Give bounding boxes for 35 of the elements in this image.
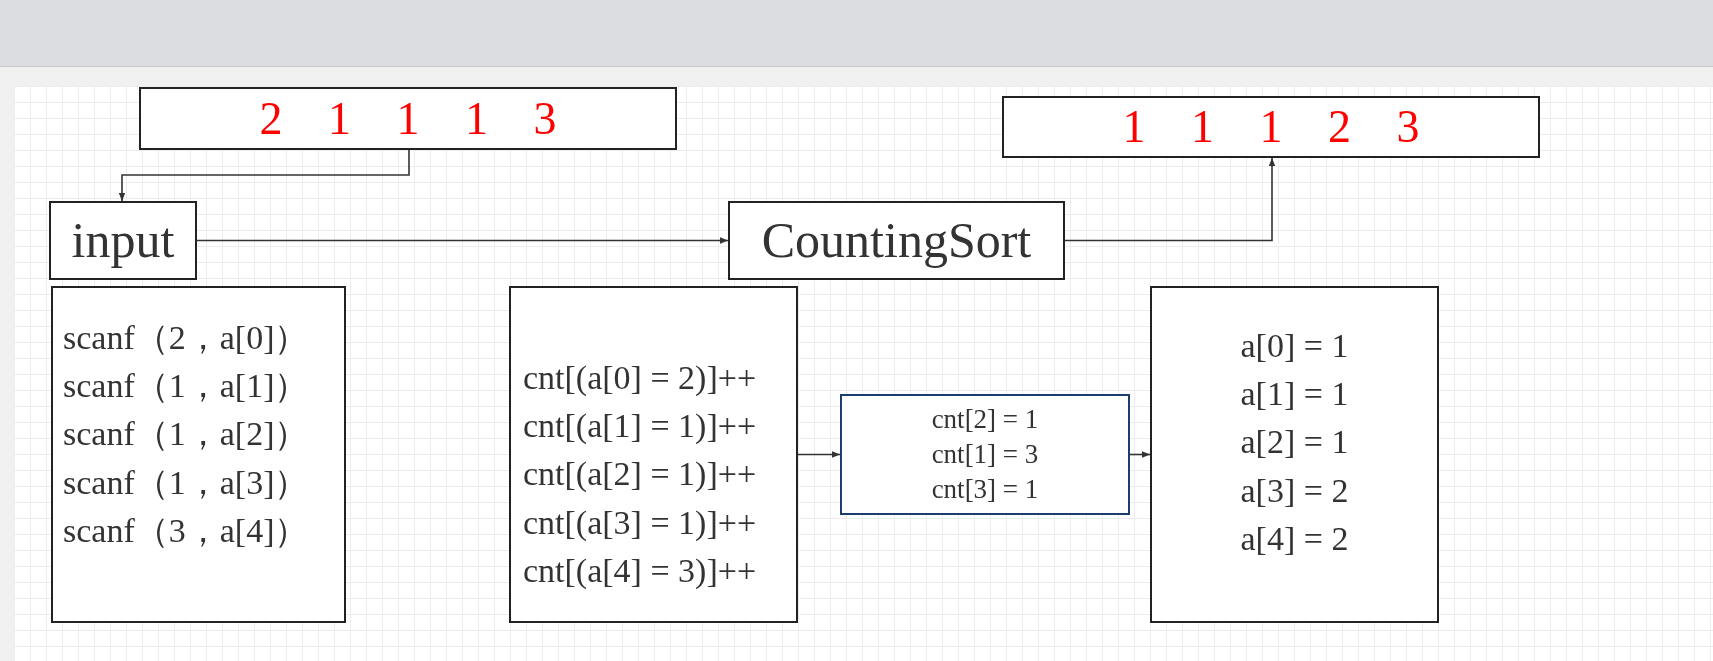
box-text: a[1] = 1 xyxy=(1240,374,1349,415)
process-box xyxy=(728,201,1065,280)
process-box xyxy=(840,394,1130,515)
box-text: scanf（2，a[0]） xyxy=(63,317,309,358)
box-text: scanf（1，a[3]） xyxy=(63,462,309,503)
box-text: a[4] = 2 xyxy=(1240,518,1349,559)
arrow xyxy=(1064,157,1276,242)
box-text: input xyxy=(71,211,175,270)
box-text: cnt[2] = 1 xyxy=(931,402,1039,436)
box-text: 2 1 1 1 3 xyxy=(259,91,557,146)
arrow xyxy=(797,451,841,458)
box-text: scanf（1，a[1]） xyxy=(63,366,309,407)
process-box xyxy=(509,286,798,623)
box-text: CountingSort xyxy=(761,211,1032,270)
box-text: scanf（3，a[4]） xyxy=(63,510,309,551)
arrow xyxy=(1129,451,1151,458)
box-text: a[3] = 2 xyxy=(1240,470,1349,511)
box-text: cnt[(a[2] = 1)]++ xyxy=(523,454,757,495)
box-text: a[2] = 1 xyxy=(1240,422,1349,463)
process-box xyxy=(1002,96,1540,158)
box-text: cnt[1] = 3 xyxy=(931,437,1039,471)
box-text: cnt[(a[4] = 3)]++ xyxy=(523,550,757,591)
process-box xyxy=(1150,286,1439,623)
arrow xyxy=(118,149,410,202)
process-box xyxy=(49,201,197,280)
process-box xyxy=(139,87,677,150)
box-text: 1 1 1 2 3 xyxy=(1122,100,1420,155)
process-box xyxy=(51,286,346,623)
box-text: cnt[(a[0] = 2)]++ xyxy=(523,357,757,398)
box-text: cnt[(a[1] = 1)]++ xyxy=(523,406,757,447)
box-text: a[0] = 1 xyxy=(1240,325,1349,366)
box-text: cnt[3] = 1 xyxy=(931,473,1039,507)
box-text: cnt[(a[3] = 1)]++ xyxy=(523,502,757,543)
box-text: scanf（1，a[2]） xyxy=(63,414,309,455)
arrow xyxy=(196,237,729,244)
